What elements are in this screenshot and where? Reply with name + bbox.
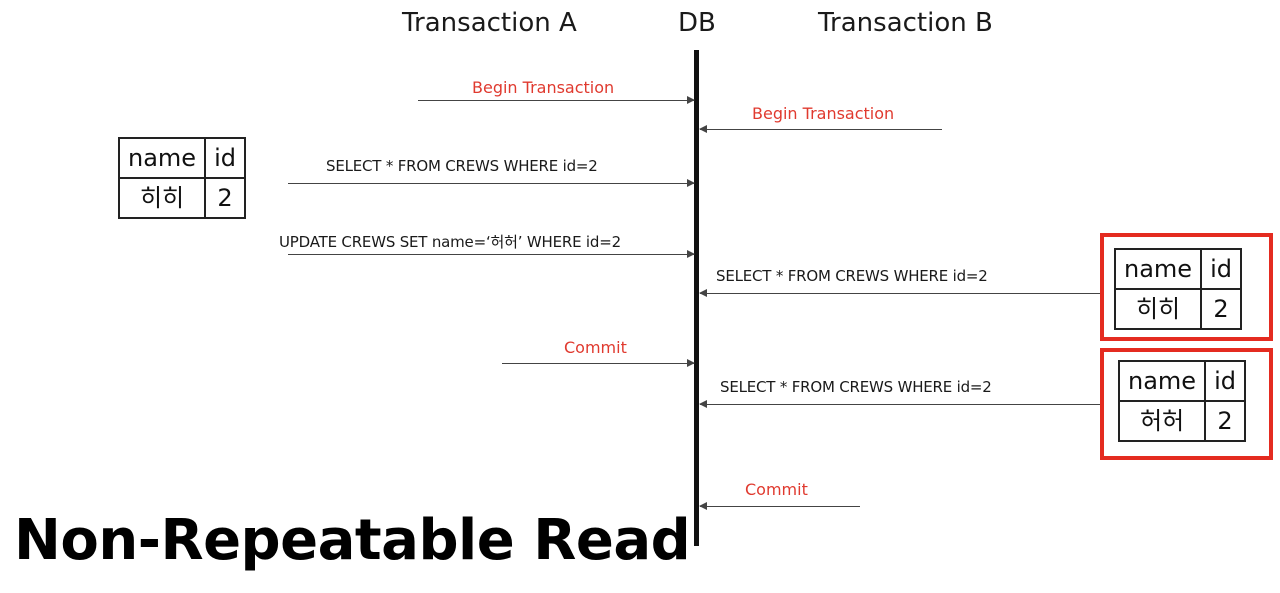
cell-name: 히히: [117, 177, 207, 219]
result-table-b-read-1: name id 히히 2: [1113, 248, 1242, 330]
column-header-name: name: [1117, 360, 1207, 402]
msg-a-commit: Commit: [564, 338, 627, 357]
msg-a-select: SELECT * FROM CREWS WHERE id=2: [326, 157, 598, 175]
diagram-title: Non-Repeatable Read: [14, 508, 691, 573]
transaction-a-header: Transaction A: [402, 8, 577, 38]
arrow-b-select-2: [699, 400, 1100, 408]
column-header-id: id: [1200, 248, 1242, 290]
msg-b-commit: Commit: [745, 480, 808, 499]
result-table-b-read-2: name id 허허 2: [1117, 360, 1246, 442]
msg-b-select-1: SELECT * FROM CREWS WHERE id=2: [716, 267, 988, 285]
result-table-header-row: name id: [1117, 360, 1246, 402]
result-table-header-row: name id: [1113, 248, 1242, 290]
result-table-row: 히히 2: [117, 177, 246, 219]
arrow-b-select-1: [699, 289, 1100, 297]
arrow-b-begin: [699, 125, 942, 133]
result-table-header-row: name id: [117, 137, 246, 179]
highlight-box-read-2: [1100, 348, 1273, 460]
column-header-id: id: [204, 137, 246, 179]
column-header-name: name: [117, 137, 207, 179]
result-table-row: 히히 2: [1113, 288, 1242, 330]
arrow-b-commit: [699, 502, 860, 510]
cell-id: 2: [204, 177, 246, 219]
result-table-a: name id 히히 2: [117, 137, 246, 219]
arrow-a-commit: [502, 359, 695, 367]
result-table-row: 허허 2: [1117, 400, 1246, 442]
db-lifeline: [694, 50, 699, 546]
cell-name: 히히: [1113, 288, 1203, 330]
cell-id: 2: [1204, 400, 1246, 442]
column-header-id: id: [1204, 360, 1246, 402]
transaction-b-header: Transaction B: [818, 8, 993, 38]
msg-a-begin-transaction: Begin Transaction: [472, 78, 615, 97]
cell-name: 허허: [1117, 400, 1207, 442]
arrow-a-select: [288, 179, 695, 187]
msg-b-begin-transaction: Begin Transaction: [752, 104, 895, 123]
arrow-a-begin: [418, 96, 695, 104]
highlight-box-read-1: [1100, 233, 1273, 341]
msg-b-select-2: SELECT * FROM CREWS WHERE id=2: [720, 378, 992, 396]
column-header-name: name: [1113, 248, 1203, 290]
arrow-a-update: [288, 250, 695, 258]
db-header: DB: [678, 8, 716, 38]
cell-id: 2: [1200, 288, 1242, 330]
msg-a-update: UPDATE CREWS SET name=‘허허’ WHERE id=2: [279, 233, 621, 251]
